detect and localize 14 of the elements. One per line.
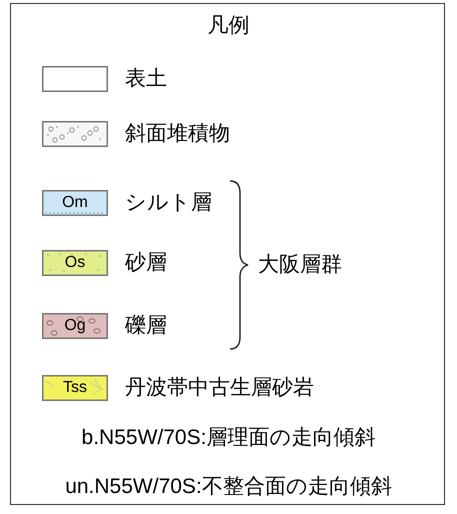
legend-title: 凡例 [206, 15, 250, 36]
legend-label: シルト層 [125, 192, 212, 213]
note-text: b.N55W/70S:層理面の走向傾斜 [80, 427, 376, 448]
legend-label: 斜面堆積物 [125, 123, 230, 144]
swatch-code: Om [61, 195, 89, 211]
group-label: 大阪層群 [258, 254, 342, 275]
legend-label: 丹波帯中古生層砂岩 [125, 377, 314, 398]
swatch-code: Tss [62, 380, 88, 396]
swatch-code: Os [64, 255, 86, 271]
note-text: un.N55W/70S:不整合面の走向傾斜 [64, 476, 393, 497]
legend-label: 礫層 [125, 315, 167, 336]
legend-label: 表土 [125, 68, 167, 89]
legend-label: 砂層 [125, 252, 167, 273]
swatch-code: Og [63, 318, 87, 334]
